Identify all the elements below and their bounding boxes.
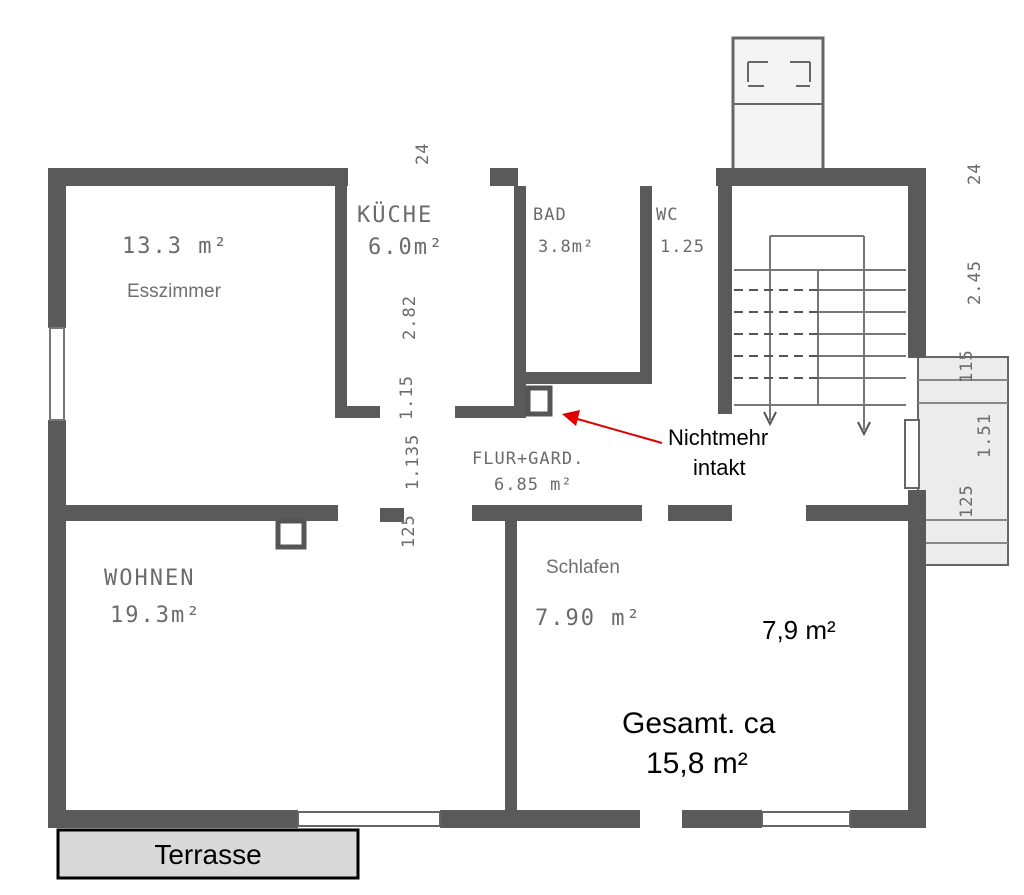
gesamt-line1: Gesamt. ca xyxy=(622,707,776,740)
dim-kueche-282: 2.82 xyxy=(400,295,420,340)
bad-name: BAD xyxy=(533,205,567,225)
kueche-area: 6.0m² xyxy=(368,235,444,260)
dim-top-24: 24 xyxy=(413,143,433,165)
defect-arrow xyxy=(562,410,663,444)
nicht-intakt-line2: intakt xyxy=(693,455,746,480)
terrasse-label: Terrasse xyxy=(154,839,261,870)
dim-balcony-151: 1.51 xyxy=(975,413,995,458)
area-79: 7,9 m² xyxy=(762,615,836,645)
wc-area: 1.25 xyxy=(660,237,705,257)
nicht-intakt-line1: Nichtmehr xyxy=(668,425,768,450)
outer-walls xyxy=(48,168,926,828)
esszimmer-area: 13.3 m² xyxy=(122,234,229,259)
esszimmer-label: Esszimmer xyxy=(127,281,222,302)
schlafen-label: Schlafen xyxy=(546,557,620,578)
schlafen-area: 7.90 m² xyxy=(535,606,642,631)
terrasse-box: Terrasse xyxy=(56,828,360,880)
dim-hall-115: 1.15 xyxy=(397,375,417,420)
kueche-name: KÜCHE xyxy=(357,202,433,228)
dim-hall-125: 125 xyxy=(399,514,419,548)
gesamt-line2: 15,8 m² xyxy=(646,747,748,780)
staircase xyxy=(734,235,906,437)
balcony xyxy=(904,356,1009,566)
top-extension xyxy=(731,36,825,172)
wc-name: WC xyxy=(656,205,678,225)
wohnen-name: WOHNEN xyxy=(104,566,195,591)
dim-hall-1135: 1.135 xyxy=(403,434,423,490)
dim-right-245: 2.45 xyxy=(965,260,985,305)
dim-right-24: 24 xyxy=(965,163,985,185)
dim-balcony-125: 125 xyxy=(957,484,977,518)
interior-walls xyxy=(48,186,926,825)
bad-area: 3.8m² xyxy=(538,237,594,257)
wohnen-area: 19.3m² xyxy=(110,603,201,628)
flur-area: 6.85 m² xyxy=(494,475,573,495)
flur-name: FLUR+GARD. xyxy=(472,449,584,469)
dim-balcony-115: 115 xyxy=(957,349,977,383)
